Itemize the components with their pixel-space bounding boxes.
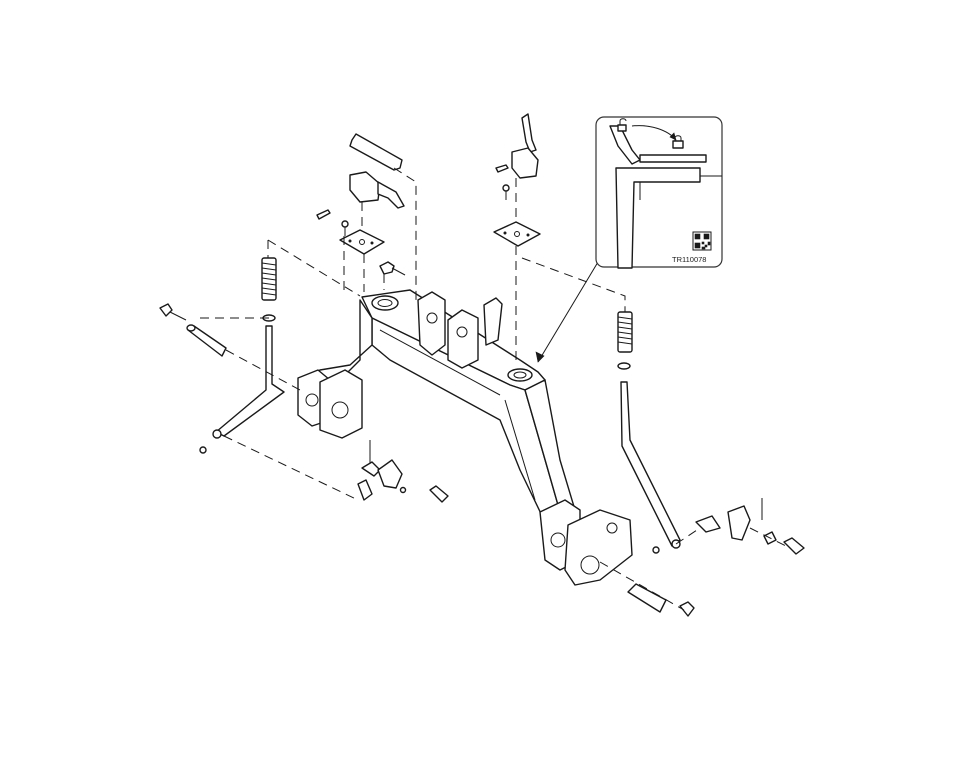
- latch-right: [727, 505, 751, 541]
- lever-right: [511, 147, 539, 179]
- right-handle-assembly: [493, 113, 541, 247]
- handle-grip-right: [521, 113, 537, 153]
- leader-line: [537, 261, 599, 363]
- right-spring-rod: [617, 311, 695, 617]
- detail-inset: TR110078: [595, 116, 723, 269]
- screw-left: [341, 220, 349, 228]
- latch-bracket-right: [695, 515, 721, 533]
- bolt-right: [679, 601, 695, 617]
- roll-pin-right: [495, 164, 509, 173]
- main-frame: [297, 289, 633, 586]
- clevis-pin-right: [627, 583, 667, 613]
- rod-right: [620, 381, 681, 547]
- pin-right: [783, 537, 805, 555]
- figure-reference-code: TR110078: [672, 255, 706, 264]
- bolt-top: [379, 261, 395, 275]
- latch-bracket-left: [357, 479, 373, 501]
- pin-left: [429, 485, 449, 503]
- left-handle-assembly: [316, 133, 406, 276]
- latch-assembly-right: [695, 498, 805, 555]
- screw-right: [502, 184, 510, 192]
- mount-plate-right: [493, 221, 541, 247]
- padlock-open-icon: [617, 118, 627, 132]
- padlock-closed-icon: [672, 135, 684, 149]
- washer-right: [617, 362, 631, 370]
- bolt-left: [159, 303, 173, 317]
- qr-code-icon: [692, 231, 712, 251]
- lever-left: [349, 171, 381, 203]
- mount-plate-left: [339, 229, 385, 255]
- latch-assembly-left: [357, 440, 449, 503]
- assembly-lines: [200, 167, 791, 611]
- latch-left: [377, 459, 403, 489]
- handle-grip-left: [349, 133, 403, 171]
- left-spring-rod: [159, 257, 285, 454]
- roll-pin-left: [316, 209, 331, 220]
- rod-left: [215, 325, 285, 437]
